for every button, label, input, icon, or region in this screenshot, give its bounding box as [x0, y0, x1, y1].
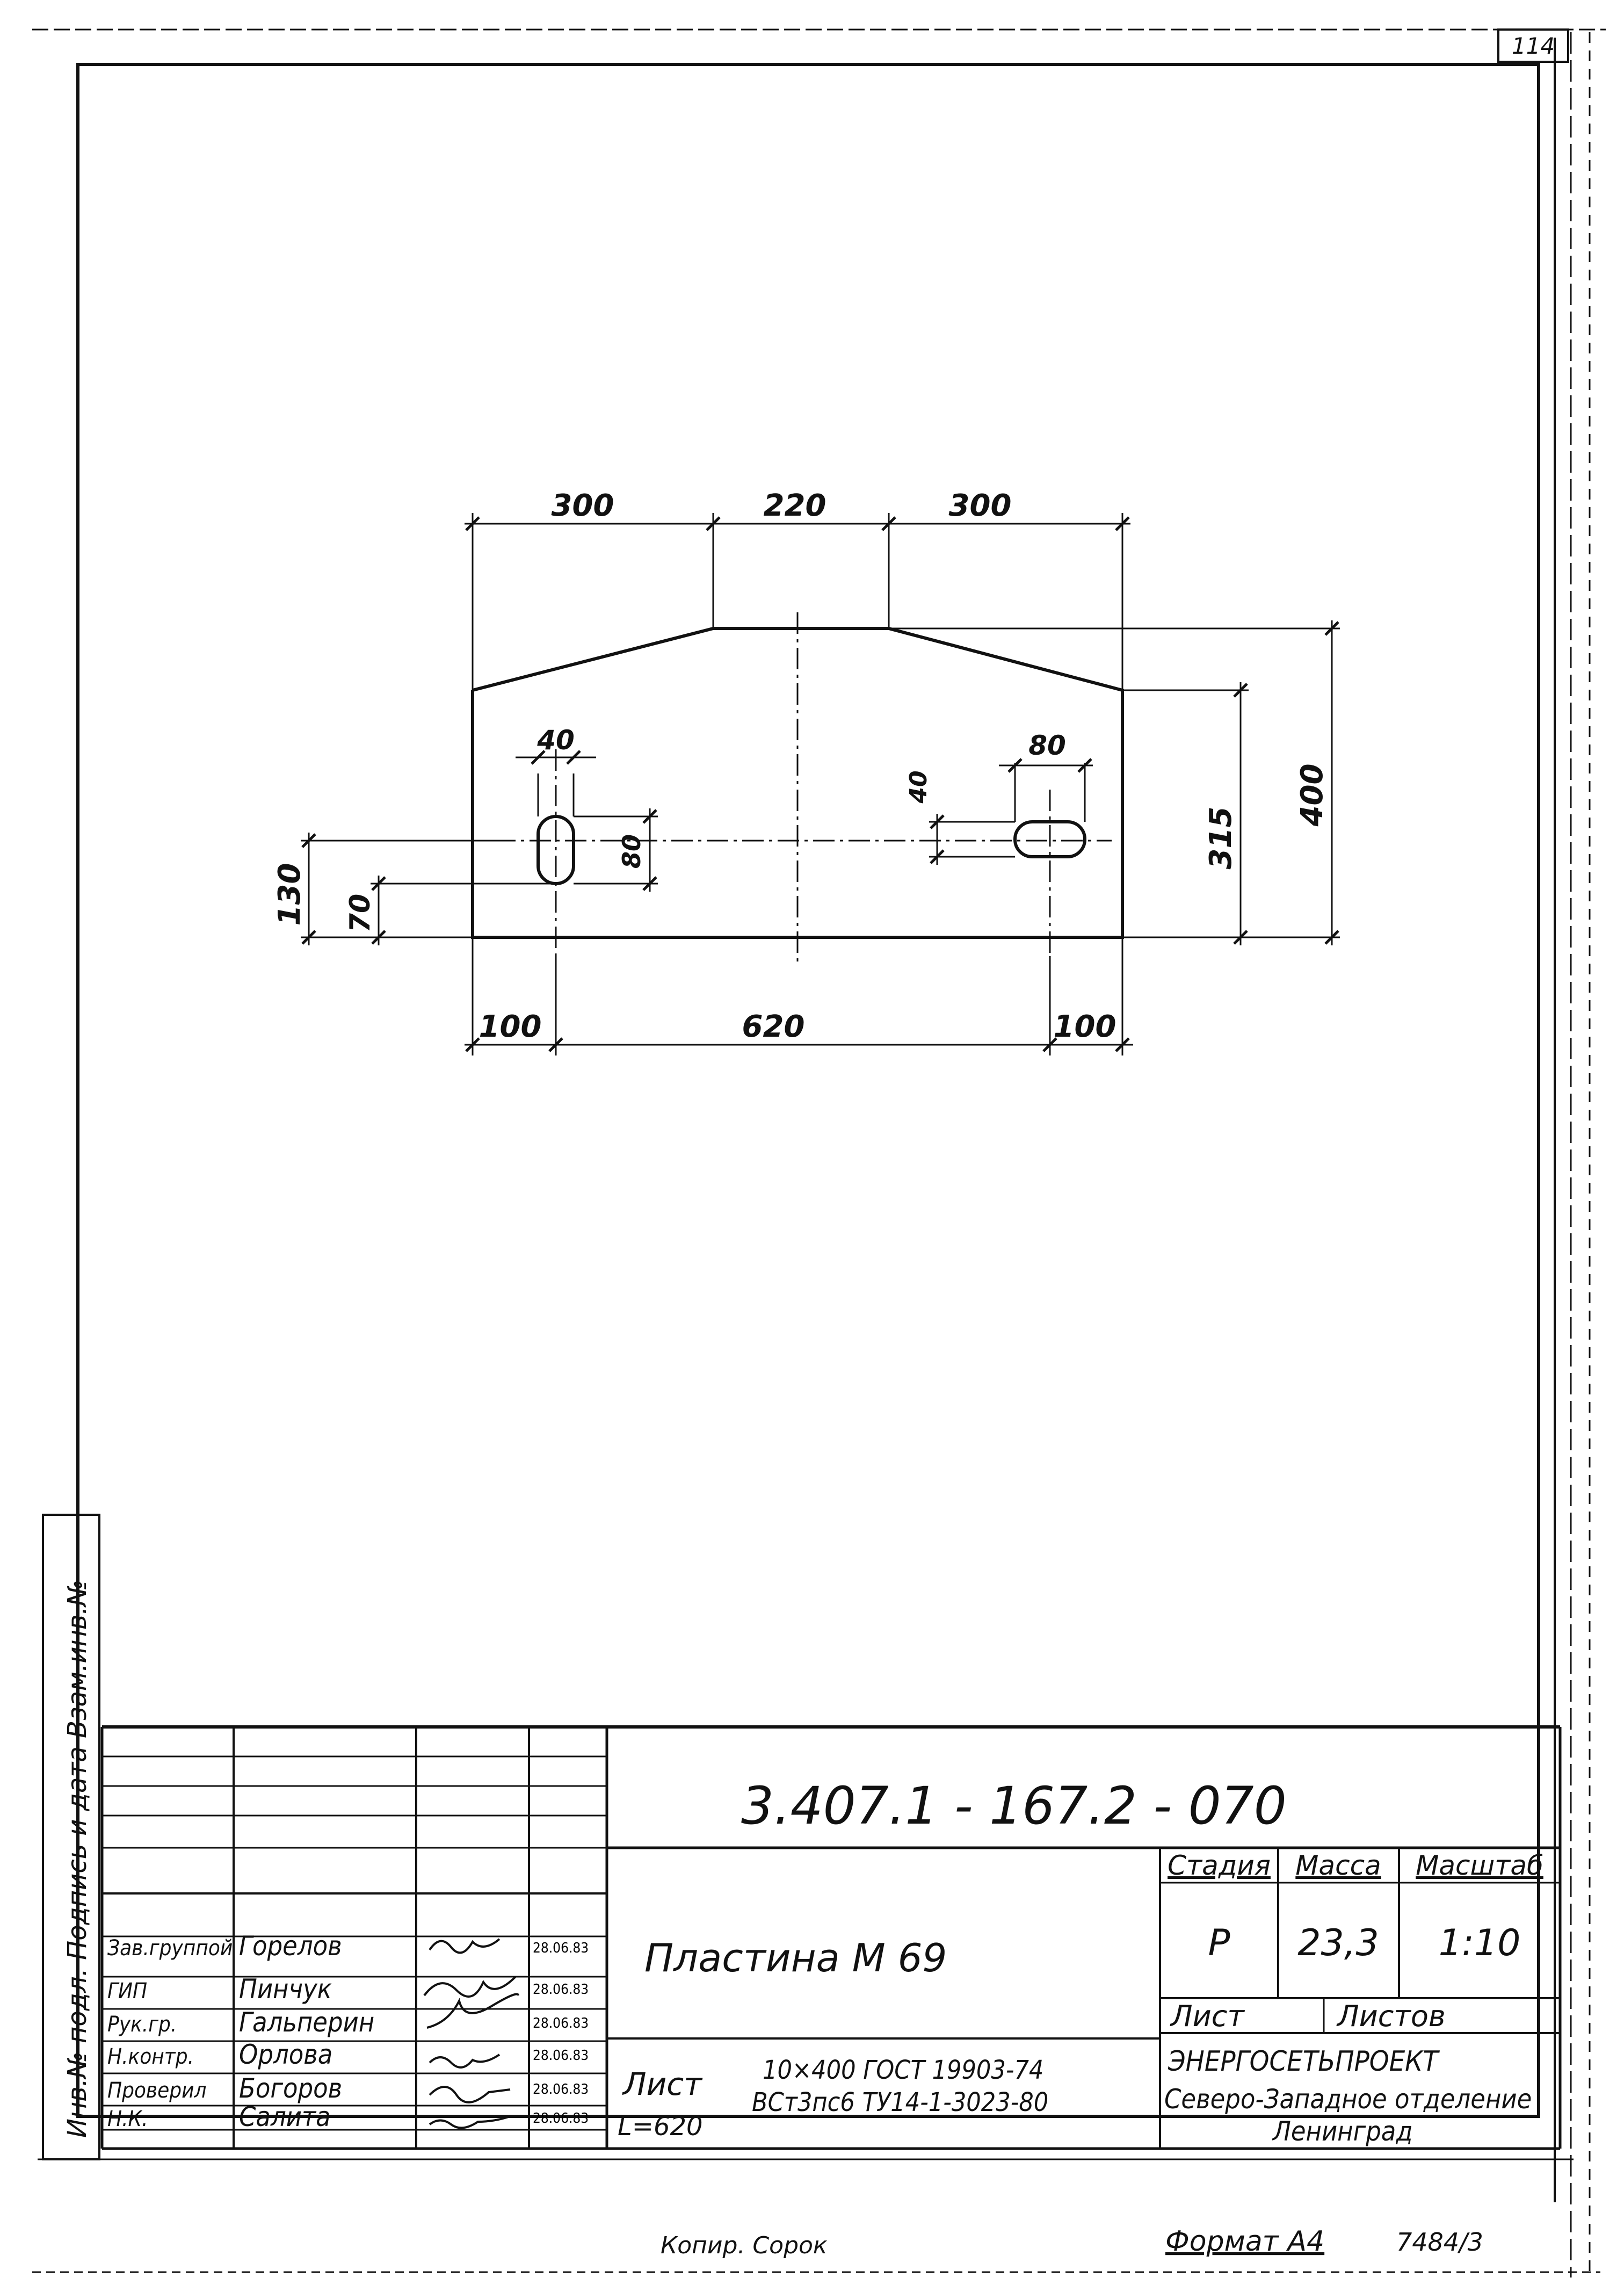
- date-2: 28.06.83: [533, 1982, 589, 1998]
- org-line-3: Ленинград: [1272, 2116, 1412, 2147]
- dimension-labels: 300 220 300 100 620 100 315 400 130 70 4…: [272, 488, 1330, 1044]
- name-6: Салита: [239, 2101, 331, 2132]
- dim-hole-left-width: 40: [536, 725, 575, 756]
- sheet-number: 114: [1512, 33, 1555, 59]
- date-1: 28.06.83: [533, 1940, 589, 1956]
- scale-value: 1:10: [1439, 1922, 1521, 1964]
- dim-bottom-2: 620: [742, 1009, 805, 1044]
- dim-top-2: 220: [764, 488, 827, 523]
- signatures: [423, 1938, 519, 2129]
- side-stamp-text: Инв.№ подл. Подпись и дата Взам.инв.№: [62, 1580, 92, 2138]
- name-4: Орлова: [239, 2039, 332, 2070]
- date-6: 28.06.83: [533, 2110, 589, 2127]
- material-line-1: 10×400 ГОСТ 19903-74: [763, 2055, 1043, 2085]
- role-3: Рук.гр.: [107, 2012, 177, 2037]
- signature-table: Зав.группой ГИП Рук.гр. Н.контр. Провери…: [107, 1931, 589, 2132]
- sheet-frame: [32, 28, 1606, 2277]
- dim-top-3: 300: [949, 488, 1012, 523]
- footer-copied: Копир. Сорок: [661, 2232, 828, 2259]
- dim-left-70: 70: [344, 894, 376, 932]
- dim-top-1: 300: [552, 488, 614, 523]
- stage-value: Р: [1208, 1922, 1230, 1964]
- role-2: ГИП: [107, 1979, 147, 2004]
- title-block-grid: [100, 1725, 1562, 2150]
- mass-label: Масса: [1295, 1850, 1381, 1881]
- dim-hole-left-height: 80: [617, 834, 646, 869]
- mass-value: 23,3: [1297, 1922, 1379, 1964]
- role-6: Н.К.: [107, 2107, 148, 2131]
- scale-label: Масштаб: [1416, 1850, 1543, 1881]
- dim-left-130: 130: [272, 863, 307, 926]
- name-1: Горелов: [239, 1931, 342, 1962]
- date-3: 28.06.83: [533, 2015, 589, 2031]
- date-4: 28.06.83: [533, 2048, 589, 2064]
- name-5: Богоров: [239, 2073, 342, 2104]
- dimension-ticks: [301, 516, 1339, 1052]
- dim-hole-right-width: 80: [1028, 730, 1066, 761]
- role-1: Зав.группой: [107, 1936, 233, 1961]
- dim-hole-right-height: 40: [905, 770, 932, 804]
- footer-inventory: 7484/3: [1396, 2228, 1483, 2257]
- dim-bottom-3: 100: [1054, 1009, 1116, 1044]
- name-2: Пинчук: [239, 1973, 332, 2005]
- org-line-2: Северо-Западное отделение: [1164, 2084, 1532, 2115]
- footer-format: Формат А4: [1165, 2225, 1324, 2258]
- material-label: Лист: [622, 2066, 703, 2102]
- dim-bottom-1: 100: [479, 1009, 542, 1044]
- dim-right-315: 315: [1204, 807, 1238, 870]
- center-lines: [317, 612, 1112, 961]
- sheets-label: Листов: [1336, 1999, 1446, 2033]
- name-3: Гальперин: [239, 2007, 374, 2038]
- sheet-label: Лист: [1170, 1999, 1245, 2033]
- role-5: Проверил: [107, 2078, 207, 2103]
- slot-hole-right: [1013, 820, 1086, 858]
- date-5: 28.06.83: [533, 2081, 589, 2098]
- doc-code: 3.407.1 - 167.2 - 070: [741, 1776, 1287, 1836]
- part-title: Пластина М 69: [644, 1935, 947, 1980]
- org-line-1: ЭНЕРГОСЕТЬПРОЕКТ: [1168, 2045, 1440, 2078]
- dim-right-400: 400: [1295, 764, 1330, 827]
- stage-label: Стадия: [1168, 1850, 1271, 1881]
- side-stamp: [42, 1514, 100, 2160]
- material-length: L=620: [618, 2112, 703, 2142]
- material-line-2: ВСт3пс6 ТУ14-1-3023-80: [752, 2087, 1048, 2117]
- dimension-lines: [301, 513, 1340, 1055]
- role-4: Н.контр.: [107, 2044, 194, 2069]
